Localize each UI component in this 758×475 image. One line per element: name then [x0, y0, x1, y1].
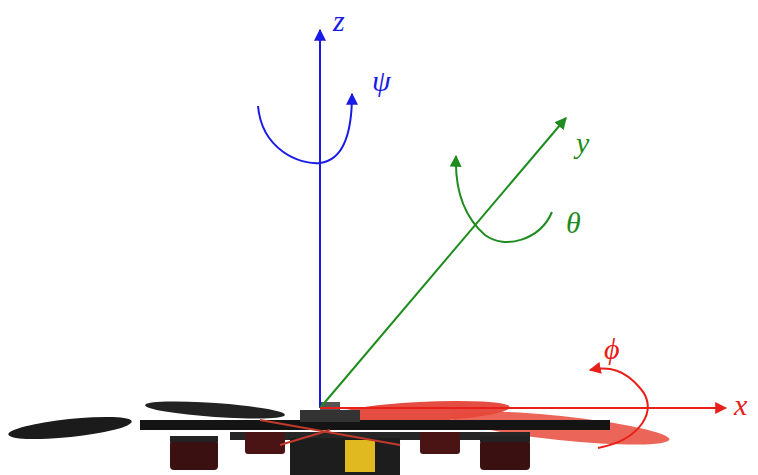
axis-label: ψ [372, 66, 391, 96]
yaw-rotation [258, 94, 352, 163]
axis-label: y [576, 128, 589, 158]
axis-label: z [333, 6, 345, 36]
axis-label: θ [566, 208, 581, 238]
axis-label: x [734, 390, 747, 420]
pitch-rotation [456, 156, 552, 242]
z-axis [319, 30, 321, 408]
axis-label: ϕ [604, 334, 620, 364]
x-axis [320, 407, 726, 409]
roll-rotation [590, 369, 648, 448]
y-axis [320, 118, 566, 408]
